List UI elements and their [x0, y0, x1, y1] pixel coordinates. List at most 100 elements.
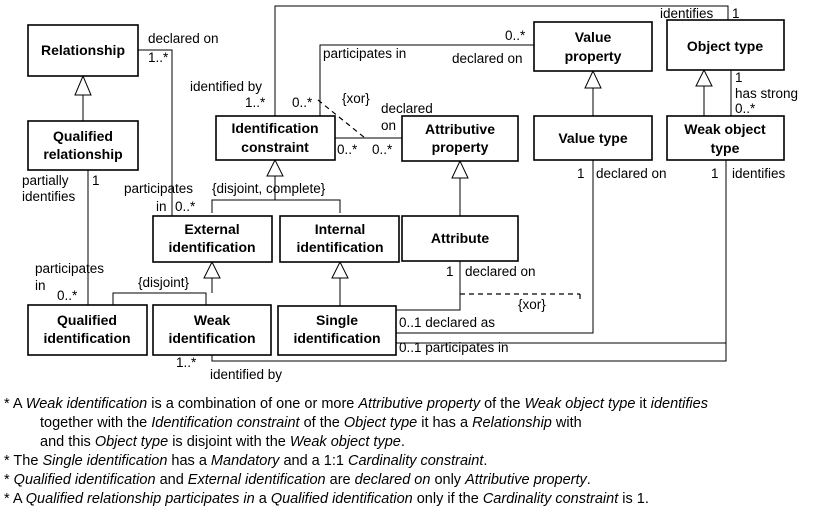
entity-single-identification-line1: Single	[316, 312, 358, 328]
gen-triangle-valueproperty	[584, 69, 602, 89]
entity-qualified-identification[interactable]: Qualified identification	[27, 304, 148, 356]
entity-external-identification[interactable]: External identification	[152, 215, 273, 263]
entity-weak-identification-line1: Weak	[194, 312, 231, 328]
label-mult-ic-left: 1..*	[245, 95, 266, 110]
footnote-term: Identification constraint	[151, 415, 300, 431]
label-mult-wi: 1..*	[176, 355, 197, 370]
entity-internal-identification[interactable]: Internal identification	[279, 215, 400, 263]
entity-attributive-property[interactable]: Attributive property	[401, 115, 519, 162]
footnote-text: * A	[4, 491, 26, 507]
label-one-wot: 1	[711, 166, 719, 181]
label-mult-vp: 0..*	[505, 28, 526, 43]
entity-single-identification-line2: identification	[293, 330, 380, 346]
gen-ext-int-ic	[211, 199, 341, 213]
entity-relationship[interactable]: Relationship	[27, 24, 139, 77]
footnote-text: only if the	[413, 491, 483, 507]
label-mult-rel: 1..*	[148, 50, 169, 65]
gen-triangle-internal	[331, 260, 349, 279]
footnote-text: is 1.	[618, 491, 649, 507]
link-weakobject-weakident	[211, 160, 727, 362]
label-participates-in-top: participates in	[323, 46, 406, 61]
entity-single-identification[interactable]: Single identification	[277, 305, 397, 356]
xor-top-dash	[317, 99, 366, 139]
footnote-text: and this	[40, 434, 95, 450]
entity-external-identification-line1: External	[184, 221, 239, 237]
entity-value-type-label: Value type	[558, 130, 627, 146]
entity-value-type[interactable]: Value type	[533, 115, 653, 161]
footnote-text: it	[635, 396, 650, 412]
gen-triangle-objecttype	[695, 68, 713, 87]
label-identified-by-top: identified by	[190, 79, 262, 94]
entity-weak-object-type[interactable]: Weak object type	[666, 115, 785, 161]
footnote-term: Single identification	[42, 453, 167, 469]
label-in-ext: in	[156, 199, 167, 214]
label-participates-qi: participates	[35, 261, 104, 276]
footnote-term: Cardinality constraint	[348, 453, 484, 469]
footnote-single-identification: * The Single identification has a Mandat…	[4, 453, 487, 469]
footnote-term: Weak object type	[290, 434, 401, 450]
footnote-text: and	[156, 472, 188, 488]
link-valuetype-single	[396, 160, 594, 334]
footnote-term: participates in	[164, 491, 254, 507]
entity-qualified-relationship-line2: relationship	[43, 146, 122, 162]
footnote-term: Object type	[344, 415, 417, 431]
entity-identification-constraint-line2: constraint	[241, 139, 309, 155]
label-identified-by-bottom: identified by	[210, 367, 282, 382]
label-mult-ot: 0..*	[735, 101, 756, 116]
label-identifies-top: identifies	[660, 6, 714, 21]
footnote-term: Qualified identification	[14, 472, 156, 488]
footnote-term: Attributive property	[357, 396, 480, 412]
entity-value-property[interactable]: Value property	[533, 21, 653, 72]
entity-qualified-relationship[interactable]: Qualified relationship	[27, 120, 139, 171]
entity-identification-constraint-line1: Identification	[231, 120, 318, 136]
footnote-weak-identification-line1: * A Weak identification is a combination…	[4, 396, 708, 412]
label-mult-ic-mid: 0..*	[292, 95, 313, 110]
label-mult-qi: 0..*	[57, 288, 78, 303]
entity-external-identification-line2: identification	[168, 239, 255, 255]
label-in-qi: in	[35, 278, 46, 293]
link-ic-objecttype	[274, 5, 729, 116]
entity-attribute-label: Attribute	[431, 230, 490, 246]
footnote-text: a	[255, 491, 271, 507]
footnote-term: Qualified relationship	[26, 491, 161, 507]
footnote-text: only	[430, 472, 465, 488]
label-one-attr: 1	[446, 264, 454, 279]
entity-object-type[interactable]: Object type	[666, 19, 785, 71]
label-one-qr: 1	[92, 173, 100, 188]
footnote-text: together with the	[40, 415, 151, 431]
entity-identification-constraint[interactable]: Identification constraint	[215, 115, 336, 161]
entity-qualified-identification-line2: identification	[43, 330, 130, 346]
label-declared-on-rel: declared on	[148, 31, 219, 46]
entity-value-property-line1: Value	[575, 29, 612, 45]
footnote-text: .	[401, 434, 405, 450]
label-one-ot: 1	[735, 70, 743, 85]
gen-triangle-ic	[266, 158, 284, 177]
label-participates-ext: participates	[124, 181, 193, 196]
footnote-term: Weak object type	[524, 396, 635, 412]
entity-attributive-property-line2: property	[432, 139, 489, 155]
footnote-term: External identification	[188, 472, 326, 488]
footnotes: * A Weak identification is a combination…	[4, 396, 708, 507]
entity-relationship-label: Relationship	[41, 42, 125, 58]
footnote-text: .	[483, 453, 487, 469]
entity-weak-identification-line2: identification	[168, 330, 255, 346]
label-has-strong: has strong	[735, 86, 798, 101]
label-identifies-qr: identifies	[22, 189, 76, 204]
footnote-text: * The	[4, 453, 42, 469]
entity-internal-identification-line1: Internal	[315, 221, 366, 237]
entity-attribute[interactable]: Attribute	[401, 215, 519, 262]
label-declared-as: 0..1 declared as	[399, 315, 495, 330]
footnote-term: declared on	[355, 472, 431, 488]
label-one-vt: 1	[577, 166, 585, 181]
entity-weak-identification[interactable]: Weak identification	[152, 304, 272, 356]
label-declared-on-attr: declared on	[465, 264, 536, 279]
footnote-qualified-relationship: * A Qualified relationship participates …	[4, 491, 649, 507]
entity-weak-object-type-line1: Weak object	[684, 121, 766, 137]
footnote-text: .	[587, 472, 591, 488]
footnote-text: of the	[300, 415, 344, 431]
label-mult-ic-right: 0..*	[337, 142, 358, 157]
footnote-text: *	[4, 472, 14, 488]
label-identifies-wot: identifies	[732, 166, 786, 181]
footnote-text: is disjoint with the	[168, 434, 290, 450]
